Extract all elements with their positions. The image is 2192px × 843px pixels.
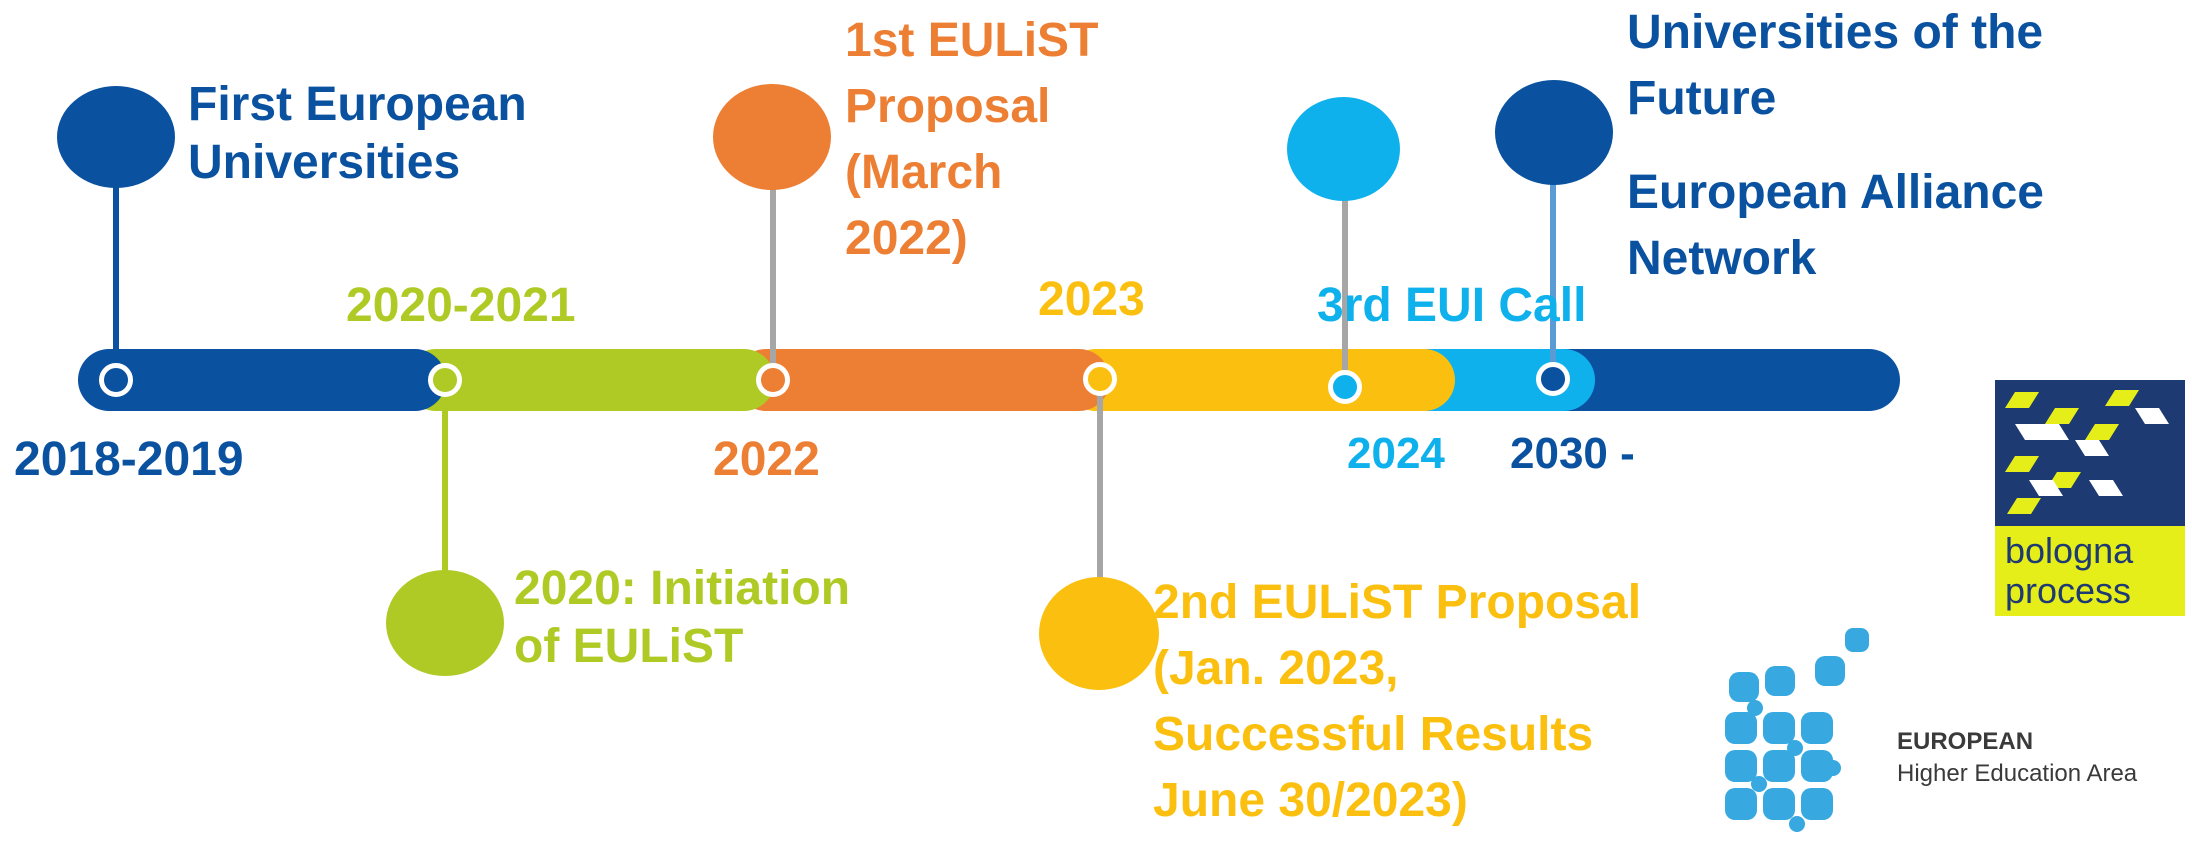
event-european-alliance-network: European Alliance Network [1627,166,2044,285]
bubble-future [1495,80,1613,185]
year-label-2024: 2024 [1347,429,1445,478]
timeline-bar-yellow [1065,349,1455,411]
marker-2024 [1328,370,1362,404]
bologna-logo-word-2: process [2005,570,2132,611]
year-label-2030: 2030 - [1510,429,1635,478]
bubble-second-proposal [1039,577,1159,690]
year-label-2018: 2018-2019 [14,433,244,486]
bologna-logo-word-1: bologna [2005,530,2134,571]
timeline-bar-orange [735,349,1110,411]
event-universities-of-the-future: Universities of the Future [1627,6,2044,125]
bubble-initiation [386,570,504,676]
event-first-eulist-proposal: 1st EULiST Proposal (March 2022) [845,14,1099,265]
stem-2030 [1550,170,1556,365]
marker-2018 [99,363,133,397]
marker-2030 [1536,362,1570,396]
bubble-first-proposal [713,84,831,190]
stem-2023 [1097,385,1103,580]
timeline-bar-green [405,349,775,411]
stem-2022 [770,180,776,365]
event-initiation-eulist: 2020: Initiation of EULiST [514,562,851,673]
ehea-subtitle: Higher Education Area [1897,760,2138,787]
ehea-puzzle-graphic [1725,628,1869,832]
marker-2023 [1083,362,1117,396]
ehea-title: EUROPEAN [1897,728,2034,755]
event-first-european-universities: First European Universities [188,78,527,189]
ehea-logo: EUROPEAN Higher Education Area [1715,628,2192,838]
timeline-bar-dark-blue-start [78,349,446,411]
bubble-third-call [1287,97,1400,201]
event-second-eulist-proposal: 2nd EULiST Proposal (Jan. 2023, Successf… [1153,576,1642,827]
marker-2022 [756,363,790,397]
stem-2024 [1342,190,1348,370]
bubble-first-eu [57,86,175,188]
year-label-2023: 2023 [1038,273,1145,326]
marker-2020 [428,363,462,397]
year-label-2022: 2022 [713,433,820,486]
year-label-2020: 2020-2021 [346,279,576,332]
event-third-eui-call: 3rd EUI Call [1317,279,1587,332]
stem-2018 [113,175,119,365]
bologna-logo-graphic [1995,380,2189,616]
bologna-process-logo: bologna process [1995,380,2189,616]
stem-2020 [442,383,448,573]
